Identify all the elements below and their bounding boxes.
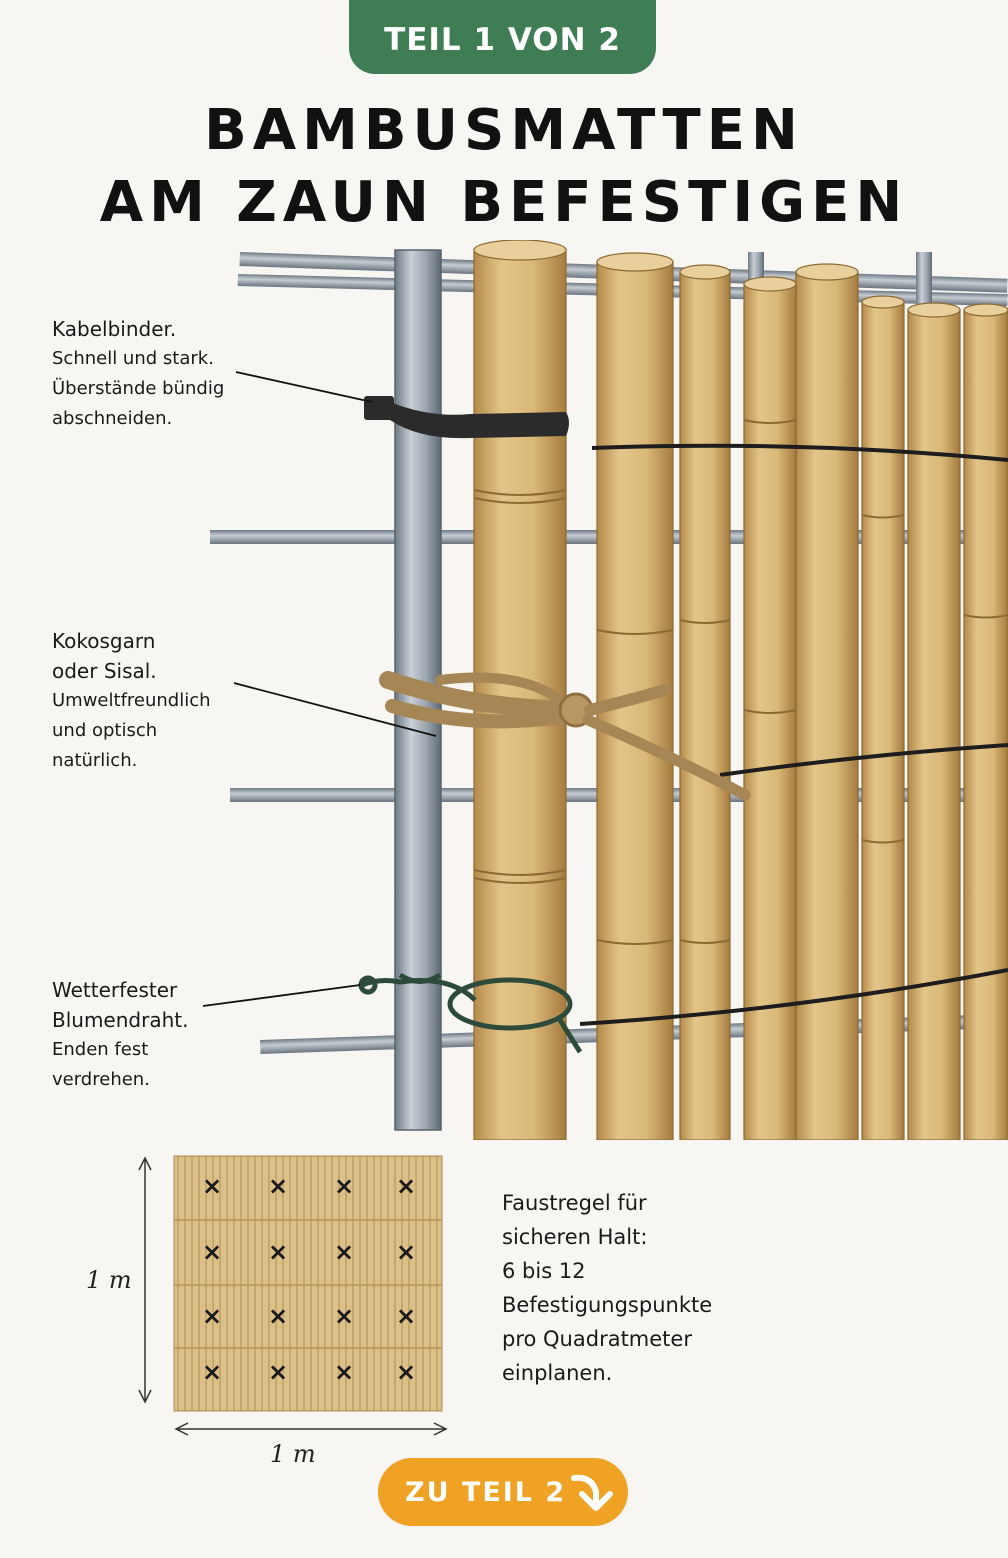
square-meter-diagram: × × × × × × × × × × × × × × × × <box>138 1155 448 1436</box>
callout-text: abschneiden. <box>52 408 173 429</box>
part-badge: TEIL 1 VON 2 <box>349 0 656 74</box>
rule-line: 6 bis 12 <box>502 1259 586 1283</box>
twine-knot-illustration <box>379 671 751 801</box>
callout-text: Enden fest <box>52 1039 149 1060</box>
fastening-point-marker: × <box>268 1172 288 1200</box>
mat-binding-wires <box>579 443 1008 1026</box>
next-part-button[interactable]: ZU TEIL 2 <box>378 1458 628 1526</box>
callout-heading: Kokosgarn <box>52 629 156 653</box>
mat-sample <box>173 1155 443 1412</box>
fastening-point-marker: × <box>268 1302 288 1330</box>
callout-text: Überstände bündig <box>52 378 225 399</box>
arrow-down-right-icon <box>571 1474 613 1511</box>
height-dimension-arrow <box>138 1156 152 1404</box>
bamboo-nodes <box>473 419 1008 945</box>
height-label: 1 m <box>86 1266 132 1294</box>
next-part-label: ZU TEIL 2 <box>405 1477 567 1508</box>
fastening-points: × × × × × × × × × × × × × × × × <box>202 1172 416 1386</box>
width-dimension-arrow <box>174 1422 448 1436</box>
bamboo-mat <box>473 240 1008 1140</box>
callout-text: natürlich. <box>52 750 138 771</box>
fastening-point-marker: × <box>334 1172 354 1200</box>
callout-heading: Kabelbinder. <box>52 317 177 341</box>
callout-text: und optisch <box>52 720 158 741</box>
fastening-point-marker: × <box>268 1238 288 1266</box>
callout-flower-wire: Wetterfester Blumendraht. Enden fest ver… <box>52 975 188 1095</box>
rule-line: sicheren Halt: <box>502 1225 648 1249</box>
rule-line: einplanen. <box>502 1361 613 1385</box>
fastening-point-marker: × <box>396 1302 416 1330</box>
fastening-point-marker: × <box>202 1238 222 1266</box>
callout-cable-tie: Kabelbinder. Schnell und stark. Überstän… <box>52 314 224 434</box>
page-title-line-2: AM ZAUN BEFESTIGEN <box>99 170 909 235</box>
fastening-point-marker: × <box>334 1358 354 1386</box>
callout-text: verdrehen. <box>52 1069 150 1090</box>
fence-illustration <box>202 240 1008 1140</box>
fastening-point-marker: × <box>202 1302 222 1330</box>
fastening-point-marker: × <box>334 1302 354 1330</box>
callout-leader-lines <box>202 371 437 1007</box>
flower-wire-illustration <box>358 972 583 1054</box>
rule-of-thumb: Faustregel für sicheren Halt: 6 bis 12 B… <box>502 1186 712 1390</box>
page-title-line-1: BAMBUSMATTEN <box>204 98 804 163</box>
callout-twine: Kokosgarn oder Sisal. Umweltfreundlich u… <box>52 626 211 776</box>
fastening-point-marker: × <box>396 1358 416 1386</box>
callout-heading: Blumendraht. <box>52 1008 189 1032</box>
rule-line: Faustregel für <box>502 1191 647 1215</box>
rule-line: Befestigungspunkte <box>502 1293 713 1317</box>
fastening-point-marker: × <box>202 1358 222 1386</box>
callout-heading: Wetterfester <box>52 978 178 1002</box>
callout-heading: oder Sisal. <box>52 659 157 683</box>
fastening-point-marker: × <box>396 1172 416 1200</box>
rule-line: pro Quadratmeter <box>502 1327 692 1351</box>
fastening-point-marker: × <box>334 1238 354 1266</box>
callout-text: Umweltfreundlich <box>52 690 211 711</box>
fastening-point-marker: × <box>396 1238 416 1266</box>
width-label: 1 m <box>270 1440 316 1468</box>
callout-text: Schnell und stark. <box>52 348 214 369</box>
fastening-point-marker: × <box>268 1358 288 1386</box>
fastening-point-marker: × <box>202 1172 222 1200</box>
